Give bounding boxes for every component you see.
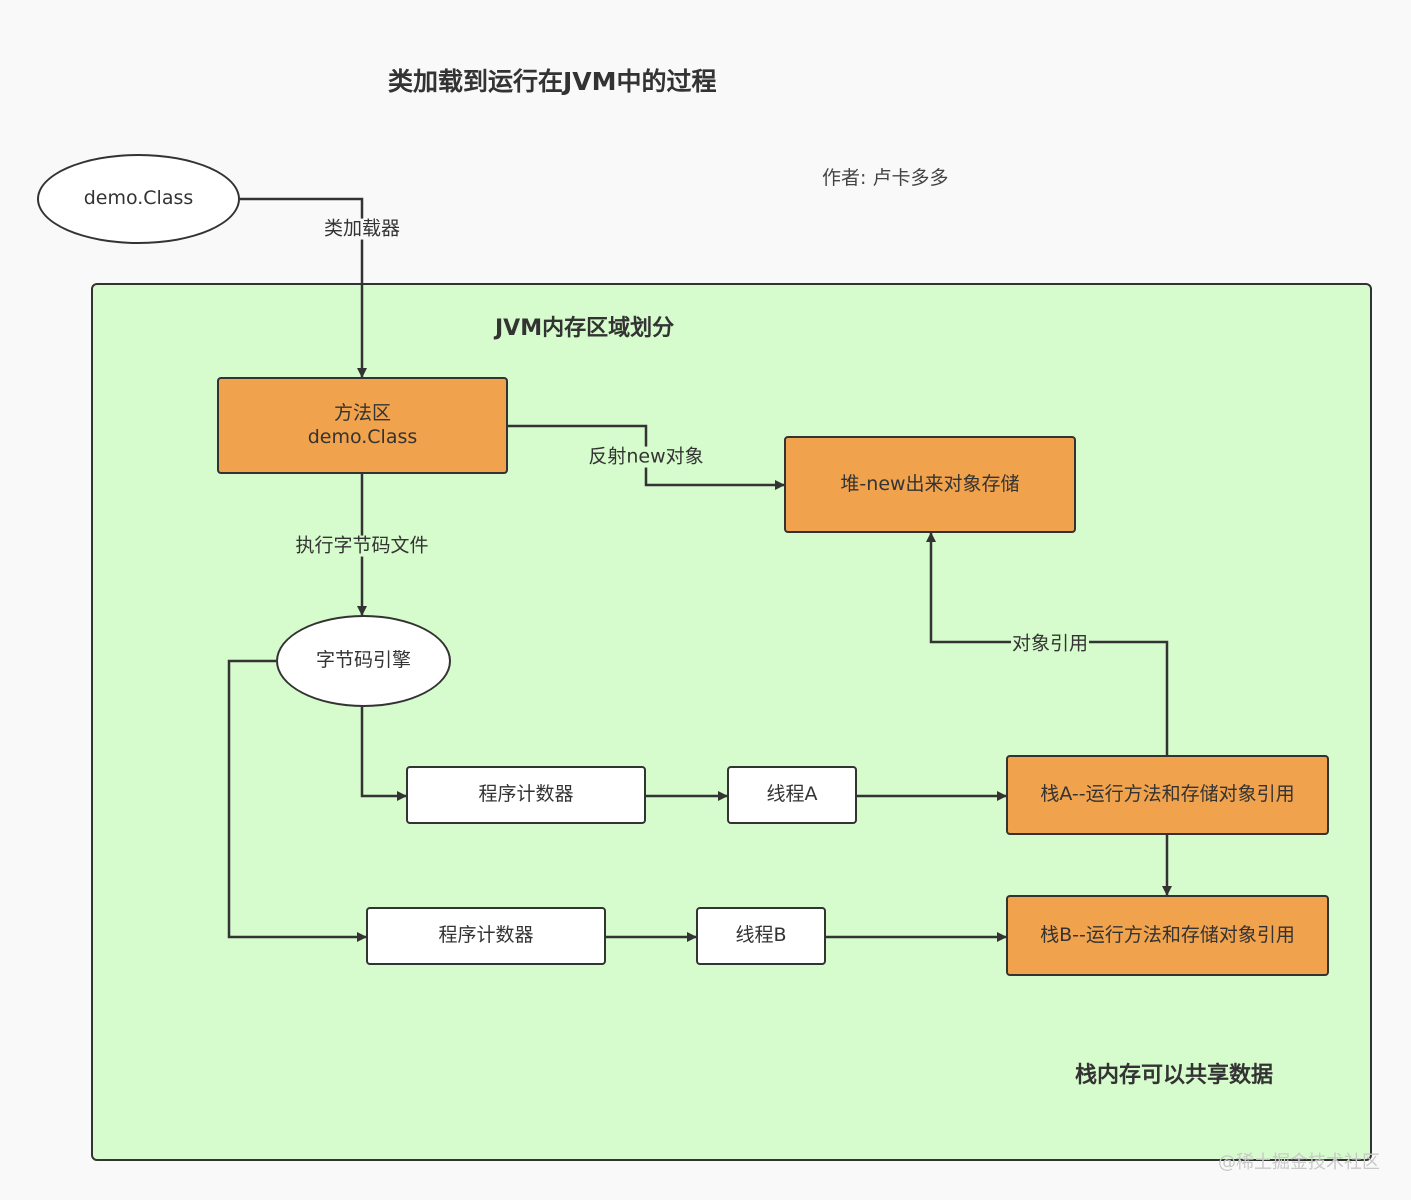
diagram-title: 类加载到运行在JVM中的过程 [388,67,717,96]
label-object-ref: 对象引用 [1010,632,1090,655]
program-counter-a-node: 程序计数器 [406,766,646,824]
heap-label: 堆-new出来对象存储 [840,472,1020,495]
stack-share-note: 栈内存可以共享数据 [1075,1063,1274,1088]
edge-engine-to-pc-b [227,659,367,942]
author-label: 作者: 卢卡多多 [822,167,949,189]
stack-b-node: 栈B--运行方法和存储对象引用 [1006,895,1329,976]
method-area-node: 方法区 demo.Class [217,377,508,474]
edge-engine-to-pc-a [360,707,407,801]
program-counter-b-node: 程序计数器 [366,907,606,965]
heap-node: 堆-new出来对象存储 [784,436,1076,533]
label-class-loader: 类加载器 [322,217,402,240]
program-counter-b-label: 程序计数器 [438,924,534,947]
label-reflect-new: 反射new对象 [587,445,705,468]
method-area-class-label: demo.Class [307,425,418,448]
bytecode-engine-label: 字节码引擎 [315,649,411,672]
thread-b-node: 线程B [696,907,826,965]
demo-class-node: demo.Class [37,154,240,244]
thread-b-label: 线程B [735,924,787,947]
stack-a-node: 栈A--运行方法和存储对象引用 [1006,755,1329,835]
watermark: @稀土掘金技术社区 [1218,1152,1380,1173]
method-area-label: 方法区 [333,401,391,424]
thread-a-label: 线程A [766,783,818,806]
program-counter-a-label: 程序计数器 [478,783,574,806]
label-exec-bytecode: 执行字节码文件 [294,534,430,557]
stack-a-label: 栈A--运行方法和存储对象引用 [1040,783,1295,806]
demo-class-label: demo.Class [83,187,194,210]
stack-b-label: 栈B--运行方法和存储对象引用 [1040,923,1295,946]
jvm-region-title: JVM内存区域划分 [495,316,675,341]
thread-a-node: 线程A [727,766,857,824]
edge-class-loader [240,197,367,378]
bytecode-engine-node: 字节码引擎 [276,615,451,707]
